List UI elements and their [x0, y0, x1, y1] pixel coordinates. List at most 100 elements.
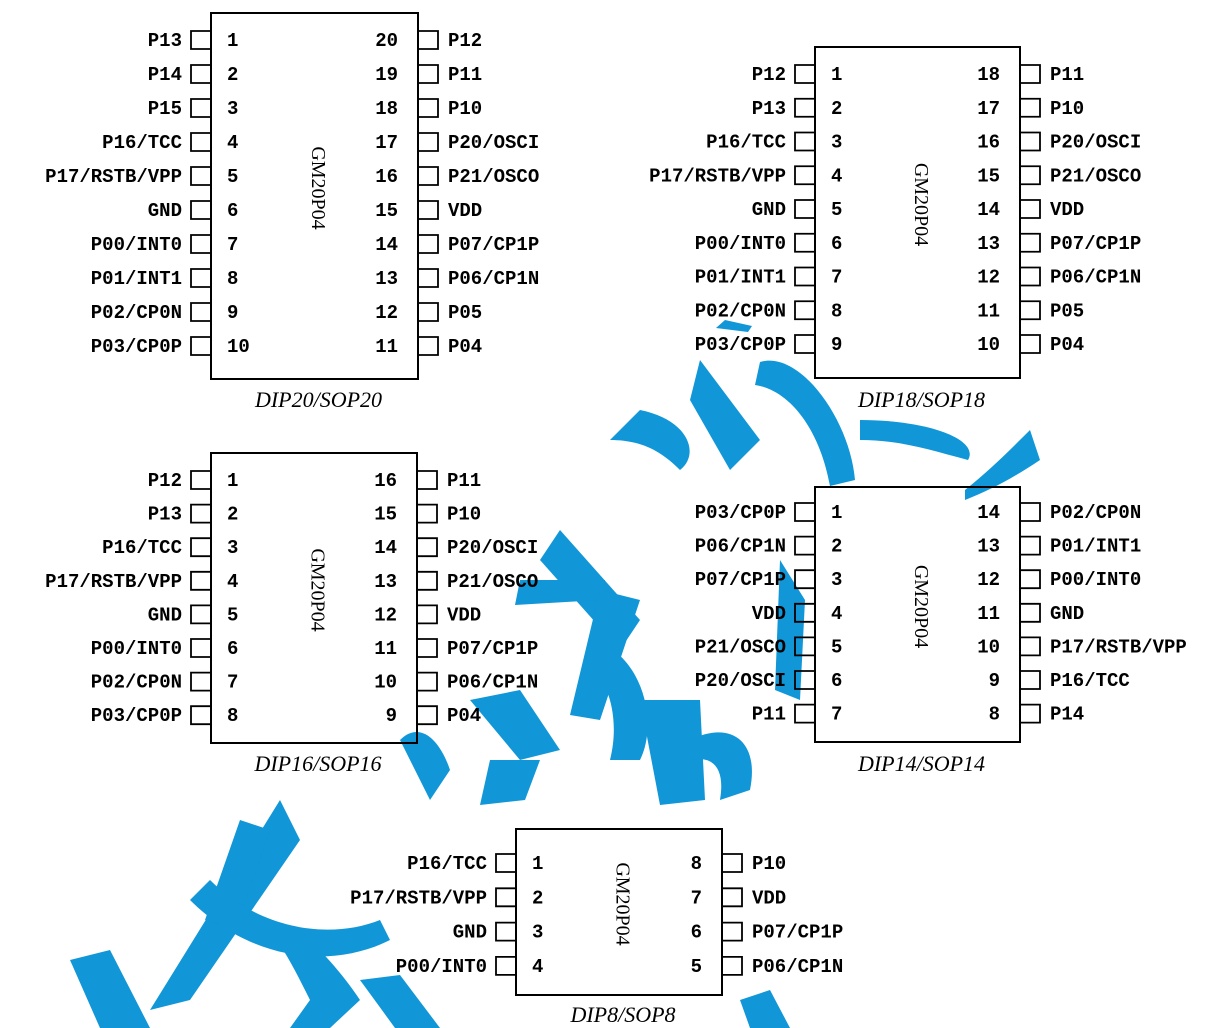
pin-name: P01/INT1 — [91, 268, 182, 290]
pin-stub — [190, 470, 211, 490]
chip-part-number: GM20P04 — [307, 146, 329, 229]
pin-number: 8 — [227, 268, 238, 290]
pin-number: 10 — [374, 672, 397, 694]
pin-stub — [418, 98, 439, 118]
pin-name: P00/INT0 — [1050, 569, 1141, 591]
pin-name: P20/OSCI — [448, 132, 539, 154]
pin-number: 16 — [375, 166, 398, 188]
pin-name: GND — [1050, 603, 1084, 625]
pin-name: P11 — [447, 470, 481, 492]
pin-number: 6 — [227, 638, 238, 660]
pin-name: P16/TCC — [1050, 670, 1130, 692]
pin-stub — [495, 921, 516, 942]
pin-stub — [794, 199, 815, 219]
pin-number: 1 — [227, 470, 238, 492]
pin-stub — [417, 638, 438, 658]
pin-name: P07/CP1P — [1050, 233, 1141, 255]
pin-name: P00/INT0 — [396, 956, 487, 978]
pin-number: 5 — [691, 956, 702, 978]
pin-name: P02/CP0N — [695, 300, 786, 322]
pin-number: 6 — [831, 670, 842, 692]
pin-number: 3 — [831, 132, 842, 154]
pin-name: P14 — [1050, 704, 1084, 726]
pin-stub — [190, 98, 211, 118]
pin-name: P05 — [448, 302, 482, 324]
pin-stub — [190, 64, 211, 84]
pin-stub — [190, 638, 211, 658]
pin-stub — [418, 302, 439, 322]
pin-name: P11 — [448, 64, 482, 86]
pin-number: 10 — [977, 334, 1000, 356]
package-label: DIP20/SOP20 — [254, 387, 382, 412]
pin-name: P14 — [148, 64, 182, 86]
pin-number: 8 — [831, 300, 842, 322]
pin-stub — [794, 569, 815, 590]
pin-stub — [722, 956, 743, 976]
chip-dip14: GM20P04DIP14/SOP141P03/CP0P2P06/CP1N3P07… — [695, 486, 1187, 776]
pin-number: 14 — [374, 537, 397, 559]
chip-part-number: GM20P04 — [306, 548, 328, 631]
pin-stub — [1020, 97, 1041, 118]
pin-number: 13 — [977, 233, 1000, 255]
pin-name: P16/TCC — [102, 537, 182, 559]
pin-name: P17/RSTB/VPP — [1050, 636, 1187, 658]
pin-stub — [1020, 636, 1041, 657]
pin-stub — [190, 537, 211, 558]
pin-name: P12 — [148, 470, 182, 492]
pin-stub — [794, 300, 815, 321]
pin-stub — [722, 921, 743, 942]
pin-stub — [190, 705, 211, 726]
pin-name: P16/TCC — [407, 853, 487, 875]
package-label: DIP16/SOP16 — [253, 751, 381, 776]
chip-body — [814, 486, 1021, 743]
pin-name: P02/CP0N — [91, 672, 182, 694]
pin-number: 1 — [831, 64, 842, 86]
pin-name: P06/CP1N — [695, 536, 786, 558]
pin-name: P21/OSCO — [695, 636, 786, 658]
pin-name: P16/TCC — [706, 132, 786, 154]
pin-number: 12 — [977, 569, 1000, 591]
pin-number: 9 — [831, 334, 842, 356]
pin-stub — [1020, 300, 1041, 321]
pin-name: GND — [752, 199, 786, 221]
pin-number: 2 — [532, 887, 543, 909]
pin-number: 5 — [227, 604, 238, 626]
pin-stub — [190, 503, 211, 524]
pin-number: 12 — [374, 604, 397, 626]
pin-stub — [417, 470, 438, 490]
pin-number: 11 — [374, 638, 397, 660]
pin-number: 11 — [977, 603, 1000, 625]
pin-stub — [418, 166, 439, 186]
pin-number: 4 — [532, 956, 543, 978]
pin-number: 20 — [375, 30, 398, 52]
pin-stub — [190, 200, 211, 220]
pin-number: 3 — [227, 98, 238, 120]
pin-name: VDD — [1050, 199, 1084, 221]
pin-number: 1 — [227, 30, 238, 52]
pin-name: P17/RSTB/VPP — [45, 571, 182, 593]
pin-number: 9 — [386, 705, 397, 727]
pin-name: P07/CP1P — [695, 569, 786, 591]
chip-body — [210, 12, 419, 380]
pin-stub — [418, 200, 439, 220]
pin-stub — [794, 131, 815, 152]
pin-stub — [495, 887, 516, 908]
pin-name: VDD — [752, 603, 786, 625]
package-label: DIP8/SOP8 — [569, 1002, 675, 1027]
pin-stub — [1020, 535, 1041, 556]
pin-stub — [1020, 266, 1041, 287]
pin-number: 7 — [831, 704, 842, 726]
chip-part-number: GM20P04 — [910, 565, 932, 648]
pin-name: P06/CP1N — [448, 268, 539, 290]
pin-number: 6 — [227, 200, 238, 222]
pin-number: 11 — [375, 336, 398, 358]
pin-number: 7 — [831, 267, 842, 289]
pin-stub — [417, 705, 438, 726]
pin-name: P00/INT0 — [91, 638, 182, 660]
pin-name: GND — [148, 200, 182, 222]
pin-name: P15 — [148, 98, 182, 120]
pin-name: P07/CP1P — [448, 234, 539, 256]
pin-stub — [722, 887, 743, 908]
